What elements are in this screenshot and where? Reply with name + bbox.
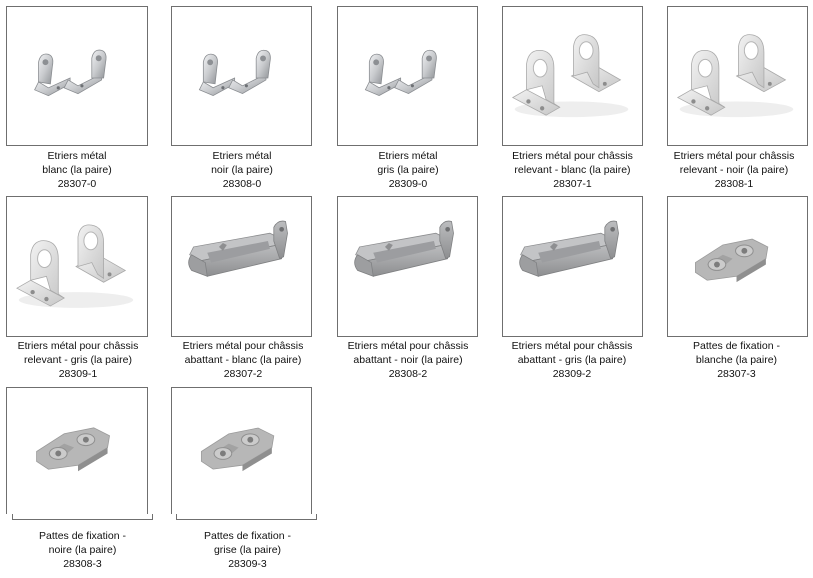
product-image-frame[interactable] <box>6 387 148 514</box>
product-image-frame[interactable] <box>337 6 478 146</box>
fixing-plate-icon <box>200 427 275 472</box>
rail-bracket-icon <box>188 220 288 277</box>
product-reference: 28308-2 <box>388 368 428 380</box>
l-bracket-pair-icon <box>677 34 794 118</box>
fixing-plate-icon <box>36 427 111 472</box>
product-reference: 28308-3 <box>63 558 102 570</box>
caption-line-2: relevant - blanc (la paire) <box>514 164 631 176</box>
caption-line-1: Etriers métal pour châssis <box>182 340 304 352</box>
caption-line-2: grise (la paire) <box>213 544 282 556</box>
product-caption: Etriers métal gris (la paire) 28309-0 <box>331 149 485 191</box>
product-caption: Etriers métal noir (la paire) 28308-0 <box>165 149 319 191</box>
caption-line-2: noire (la paire) <box>48 544 117 556</box>
caption-line-1: Etriers métal pour châssis <box>673 150 795 162</box>
l-bracket-pair-icon <box>512 34 629 118</box>
product-reference: 28307-2 <box>223 368 263 380</box>
u-bracket-pair-icon <box>364 49 437 97</box>
product-image-frame[interactable] <box>171 196 312 337</box>
product-reference: 28308-0 <box>222 178 262 190</box>
product-image-frame[interactable] <box>171 6 312 146</box>
product-caption: Etriers métal pour châssis relevant - gr… <box>0 339 156 381</box>
caption-line-1: Pattes de fixation - <box>39 530 126 542</box>
product-caption: Pattes de fixation - noire (la paire) 28… <box>0 529 165 571</box>
product-caption: Etriers métal pour châssis relevant - bl… <box>490 149 655 191</box>
product-caption: Etriers métal pour châssis relevant - no… <box>655 149 813 191</box>
u-bracket-pair-icon <box>34 49 107 97</box>
frame-bottom-bracket <box>12 514 153 520</box>
l-bracket-pair-icon <box>16 224 134 309</box>
caption-line-1: Pattes de fixation - <box>204 530 291 542</box>
caption-line-1: Etriers métal <box>212 150 272 162</box>
product-image-frame[interactable] <box>667 196 808 337</box>
caption-line-1: Pattes de fixation - <box>693 340 780 352</box>
caption-line-2: relevant - gris (la paire) <box>24 354 132 366</box>
product-image-frame[interactable] <box>502 6 643 146</box>
rail-bracket-icon <box>354 220 454 277</box>
product-reference: 28307-0 <box>57 178 97 190</box>
caption-line-2: blanche (la paire) <box>695 354 778 366</box>
product-image-frame[interactable] <box>6 196 148 337</box>
caption-line-2: gris (la paire) <box>377 164 439 176</box>
product-caption: Etriers métal pour châssis abattant - bl… <box>163 339 323 381</box>
product-reference: 28307-3 <box>717 368 756 380</box>
caption-line-1: Etriers métal <box>47 150 107 162</box>
caption-line-1: Etriers métal pour châssis <box>347 340 469 352</box>
product-caption: Etriers métal blanc (la paire) 28307-0 <box>0 149 154 191</box>
caption-line-2: relevant - noir (la paire) <box>679 164 789 176</box>
caption-line-1: Etriers métal pour châssis <box>512 150 633 162</box>
caption-line-2: abattant - blanc (la paire) <box>184 354 302 366</box>
product-image-frame[interactable] <box>502 196 643 337</box>
product-reference: 28309-1 <box>58 368 98 380</box>
product-reference: 28309-0 <box>388 178 428 190</box>
product-reference: 28309-2 <box>552 368 592 380</box>
product-caption: Etriers métal pour châssis abattant - gr… <box>492 339 652 381</box>
product-caption: Pattes de fixation - grise (la paire) 28… <box>165 529 330 571</box>
product-image-frame[interactable] <box>337 196 478 337</box>
rail-bracket-icon <box>519 220 619 277</box>
caption-line-2: blanc (la paire) <box>42 164 112 176</box>
product-image-frame[interactable] <box>667 6 808 146</box>
caption-line-2: noir (la paire) <box>211 164 273 176</box>
u-bracket-pair-icon <box>198 49 271 97</box>
caption-line-1: Etriers métal pour châssis <box>17 340 139 352</box>
caption-line-1: Etriers métal pour châssis <box>511 340 633 352</box>
caption-line-1: Etriers métal <box>378 150 438 162</box>
product-image-frame[interactable] <box>6 6 148 146</box>
caption-line-2: abattant - gris (la paire) <box>517 354 627 366</box>
product-caption: Etriers métal pour châssis abattant - no… <box>328 339 488 381</box>
product-caption: Pattes de fixation - blanche (la paire) … <box>660 339 813 381</box>
product-image-frame[interactable] <box>171 387 312 514</box>
fixing-plate-icon <box>694 238 769 283</box>
product-reference: 28309-3 <box>228 558 267 570</box>
product-reference: 28308-1 <box>714 178 754 190</box>
product-reference: 28307-1 <box>553 178 592 190</box>
caption-line-2: abattant - noir (la paire) <box>353 354 463 366</box>
frame-bottom-bracket <box>176 514 317 520</box>
